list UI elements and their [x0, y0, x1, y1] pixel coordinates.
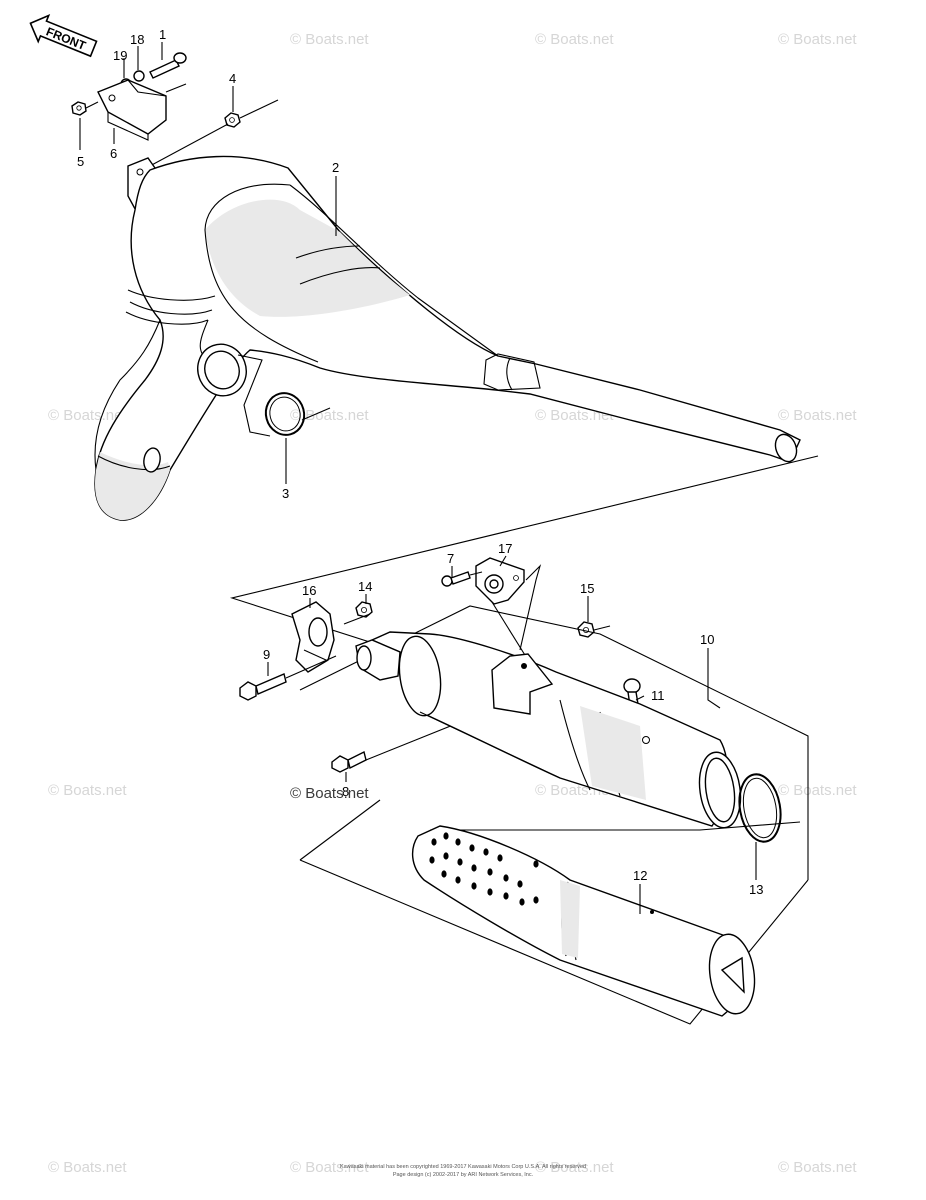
callout-5: 5: [77, 154, 84, 169]
watermark: © Boats.net: [778, 31, 857, 48]
nut-14-icon: [355, 601, 373, 618]
bolt-7-icon: [441, 571, 471, 587]
nut-15-icon: [577, 621, 595, 638]
callout-1: 1: [159, 27, 166, 42]
watermark: © Boats.net: [535, 31, 614, 48]
front-arrow: FRONT: [29, 14, 98, 58]
callout-7: 7: [447, 551, 454, 566]
upper-bracket-hardware: [71, 52, 279, 175]
clamp-16-icon: [291, 601, 335, 673]
watermark: © Boats.net: [778, 782, 857, 799]
watermark: © Boats.net: [290, 1159, 369, 1176]
watermark: © Boats.net: [778, 1159, 857, 1176]
watermark: © Boats.net: [48, 407, 127, 424]
damper-bracket-6-icon: [97, 79, 167, 141]
perforations: [429, 832, 539, 906]
callout-11: 11: [651, 688, 665, 703]
expansion-chamber-2: [94, 155, 801, 521]
watermark: © Boats.net: [778, 407, 857, 424]
callout-10: 10: [700, 632, 714, 647]
footer-line-1: Kawasaki material has been copyrighted 1…: [340, 1164, 586, 1170]
gasket-13-icon: [738, 773, 782, 843]
callout-8: 8: [342, 784, 349, 799]
callout-leaders: [79, 42, 757, 914]
washer-18-icon: [133, 70, 145, 82]
callout-6: 6: [110, 146, 117, 161]
footer-copyright: Kawasaki material has been copyrighted 1…: [340, 1164, 586, 1178]
callout-4: 4: [229, 71, 236, 86]
bolt-1-icon: [149, 52, 187, 79]
gasket-3-icon: [264, 392, 306, 436]
bolt-9-icon: [239, 673, 287, 701]
callout-3: 3: [282, 486, 289, 501]
callout-12: 12: [633, 868, 647, 883]
bracket-17-icon: [475, 557, 525, 605]
callout-14: 14: [358, 579, 372, 594]
footer-line-2: Page design (c) 2002-2017 by ARI Network…: [393, 1172, 534, 1178]
callout-17: 17: [498, 541, 512, 556]
callout-13: 13: [749, 882, 763, 897]
watermark: © Boats.net: [290, 31, 369, 48]
watermarks: © Boats.net © Boats.net © Boats.net © Bo…: [48, 31, 857, 1176]
callout-18: 18: [130, 32, 144, 47]
watermark: © Boats.net: [48, 1159, 127, 1176]
watermark: © Boats.net: [48, 782, 127, 799]
baffle-pipe-12: [299, 799, 809, 1025]
callout-19: 19: [113, 48, 127, 63]
callout-16: 16: [302, 583, 316, 598]
watermark: © Boats.net: [535, 1159, 614, 1176]
watermark: © Boats.net: [290, 407, 369, 424]
callout-9: 9: [263, 647, 270, 662]
nut-5-icon: [71, 101, 87, 116]
watermark-dark: © Boats.net: [290, 785, 369, 802]
lower-hardware: [239, 557, 641, 773]
silencer-10: [299, 605, 809, 880]
bolt-8-icon: [331, 750, 367, 773]
callout-2: 2: [332, 160, 339, 175]
callout-15: 15: [580, 581, 594, 596]
callout-labels: 1 18 19 4 5 6 2 3 7 17 16 14 15 10 9 11 …: [77, 27, 763, 897]
